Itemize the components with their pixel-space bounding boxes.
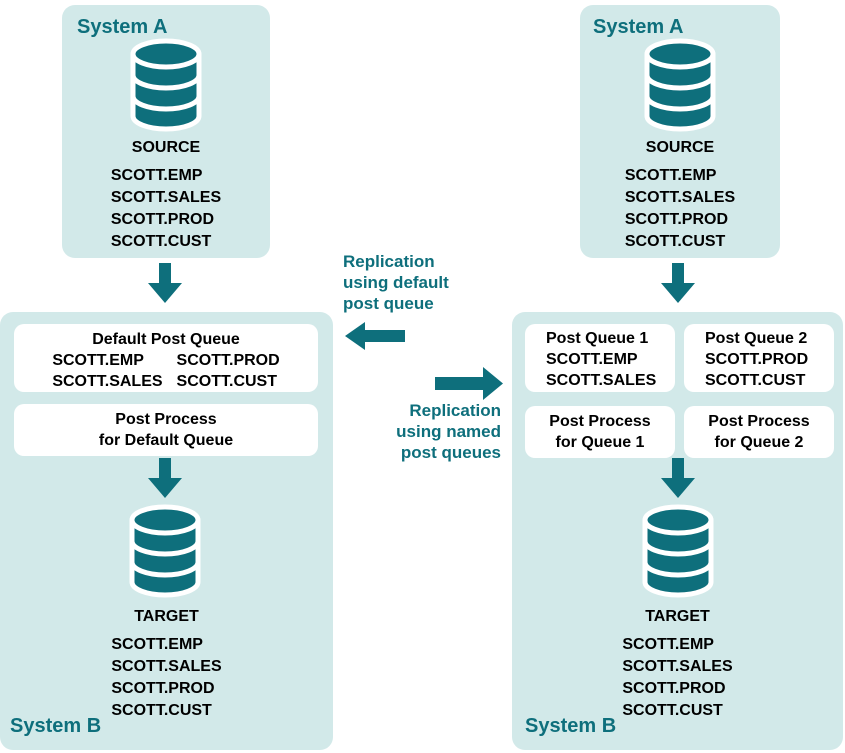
arrow-right-icon xyxy=(435,367,503,400)
arrow-down-icon xyxy=(660,458,696,498)
table-list-item: SCOTT.CUST xyxy=(111,702,212,719)
source-label: SOURCE xyxy=(645,139,715,156)
arrow-left-icon xyxy=(345,322,405,350)
database-icon xyxy=(126,503,204,599)
table-list: SCOTT.EMP SCOTT.SALES SCOTT.PROD SCOTT.C… xyxy=(0,634,333,722)
target-label: TARGET xyxy=(645,608,710,625)
queue-box-title: Default Post Queue xyxy=(92,331,240,348)
system-b-title: System B xyxy=(10,715,102,737)
table-list-item: SCOTT.SALES xyxy=(622,658,733,675)
target-label: TARGET xyxy=(134,608,199,625)
post-process-queue-1-box: Post Process for Queue 1 xyxy=(525,406,675,458)
table-list-item: SCOTT.PROD xyxy=(622,680,726,697)
post-process-default-box: Post Process for Default Queue xyxy=(14,404,318,456)
table-list-item: SCOTT.PROD xyxy=(110,211,214,228)
table-list-item: SCOTT.EMP xyxy=(110,167,203,184)
table-list-item: SCOTT.SALES xyxy=(110,189,222,206)
queue-column: SCOTT.EMP SCOTT.SALES xyxy=(52,352,163,390)
post-queue-1-box: Post Queue 1 SCOTT.EMP SCOTT.SALES xyxy=(525,324,675,392)
arrow-down-icon xyxy=(147,263,183,303)
system-b-panel-left: Default Post Queue SCOTT.EMP SCOTT.SALES… xyxy=(0,312,333,750)
default-post-queue-box: Default Post Queue SCOTT.EMP SCOTT.SALES… xyxy=(14,324,318,392)
replication-default-label: Replication using default post queue xyxy=(343,252,449,313)
table-list-item: SCOTT.CUST xyxy=(110,233,212,250)
system-b-title: System B xyxy=(525,715,617,737)
post-queue-2-box: Post Queue 2 SCOTT.PROD SCOTT.CUST xyxy=(684,324,834,392)
table-list-item: SCOTT.SALES xyxy=(111,658,222,675)
arrow-down-icon xyxy=(660,263,696,303)
table-list-item: SCOTT.EMP xyxy=(111,636,203,653)
table-list-item: SCOTT.PROD xyxy=(111,680,215,697)
table-list: SCOTT.EMP SCOTT.SALES SCOTT.PROD SCOTT.C… xyxy=(580,165,780,253)
system-b-panel-right: Post Queue 1 SCOTT.EMP SCOTT.SALES Post … xyxy=(512,312,843,750)
post-process-queue-2-box: Post Process for Queue 2 xyxy=(684,406,834,458)
source-label: SOURCE xyxy=(131,139,201,156)
database-icon xyxy=(127,37,205,133)
arrow-down-icon xyxy=(147,458,183,498)
system-a-title: System A xyxy=(77,16,168,38)
database-icon xyxy=(639,503,717,599)
table-list-item: SCOTT.EMP xyxy=(624,167,717,184)
table-list-item: SCOTT.SALES xyxy=(624,189,736,206)
database-icon xyxy=(641,37,719,133)
system-a-title: System A xyxy=(593,16,684,38)
system-a-panel-left: System A SOURCE SCOTT.EMP SCOTT.SALES SC… xyxy=(62,5,270,258)
system-a-panel-right: System A SOURCE SCOTT.EMP SCOTT.SALES SC… xyxy=(580,5,780,258)
table-list: SCOTT.EMP SCOTT.SALES SCOTT.PROD SCOTT.C… xyxy=(512,634,843,722)
table-list-item: SCOTT.CUST xyxy=(622,702,723,719)
queue-column: SCOTT.PROD SCOTT.CUST xyxy=(176,352,280,390)
replication-named-label: Replication using named post queues xyxy=(396,401,501,462)
table-list-item: SCOTT.PROD xyxy=(624,211,728,228)
table-list: SCOTT.EMP SCOTT.SALES SCOTT.PROD SCOTT.C… xyxy=(62,165,270,253)
table-list-item: SCOTT.CUST xyxy=(624,233,726,250)
table-list-item: SCOTT.EMP xyxy=(622,636,714,653)
